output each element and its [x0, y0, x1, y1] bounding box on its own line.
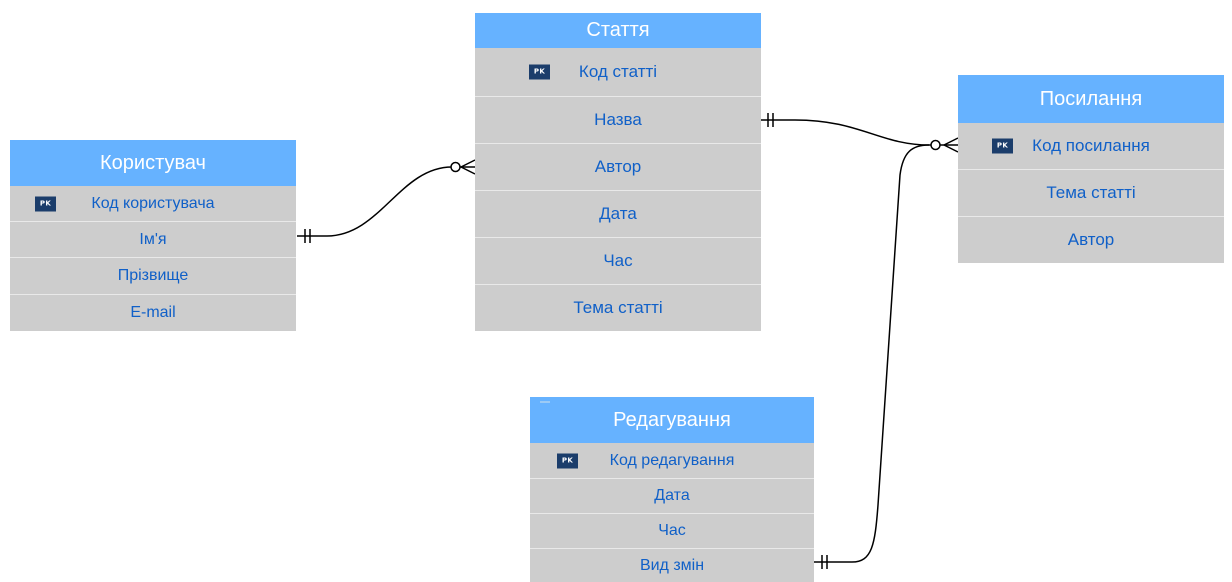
entity-row[interactable]: Дата: [475, 190, 761, 237]
entity-title: Посилання: [958, 75, 1224, 123]
entity-row[interactable]: Тема статті: [958, 169, 1224, 216]
pk-badge: PK: [992, 138, 1013, 154]
entity-row[interactable]: E-mail: [10, 294, 296, 331]
entity-row[interactable]: Назва: [475, 96, 761, 143]
entity-row[interactable]: Час: [475, 237, 761, 284]
entity-row-pk[interactable]: PK Код посилання: [958, 123, 1224, 169]
entity-title-text: Редагування: [613, 409, 731, 431]
entity-row[interactable]: Час: [530, 513, 814, 548]
pk-badge: PK: [35, 196, 56, 211]
entity-row-pk[interactable]: PK Код користувача: [10, 186, 296, 221]
entity-row[interactable]: Прізвище: [10, 257, 296, 294]
entity-row[interactable]: Вид змін: [530, 548, 814, 582]
entity-title: Стаття: [475, 13, 761, 48]
entity-korystuvach[interactable]: Користувач PK Код користувача Ім'я Прізв…: [10, 140, 296, 331]
entity-stattia[interactable]: Стаття PK Код статті Назва Автор Дата Ча…: [475, 13, 761, 331]
entity-redaguvannia[interactable]: Редагування PK Код редагування Дата Час …: [530, 397, 814, 582]
pk-field-label: Код редагування: [609, 452, 735, 469]
entity-posylannia[interactable]: Посилання PK Код посилання Тема статті А…: [958, 75, 1224, 263]
relationship-article-link[interactable]: [761, 113, 959, 153]
entity-row[interactable]: Автор: [958, 216, 1224, 263]
entity-title: Редагування: [530, 397, 814, 443]
relationship-user-article[interactable]: [297, 159, 476, 243]
relationship-edit-link[interactable]: [814, 144, 930, 569]
entity-row[interactable]: Тема статті: [475, 284, 761, 331]
pk-badge: PK: [557, 453, 578, 468]
entity-row-pk[interactable]: PK Код редагування: [530, 443, 814, 478]
pk-field-label: Код статті: [578, 62, 658, 81]
entity-title: Користувач: [10, 140, 296, 186]
pk-field-label: Код посилання: [1032, 136, 1150, 155]
entity-row[interactable]: Автор: [475, 143, 761, 190]
entity-row[interactable]: Дата: [530, 478, 814, 513]
collapse-handle-icon[interactable]: [540, 401, 550, 403]
pk-field-label: Код користувача: [91, 195, 215, 212]
entity-row[interactable]: Ім'я: [10, 221, 296, 257]
entity-row-pk[interactable]: PK Код статті: [475, 48, 761, 96]
pk-badge: PK: [529, 64, 550, 80]
